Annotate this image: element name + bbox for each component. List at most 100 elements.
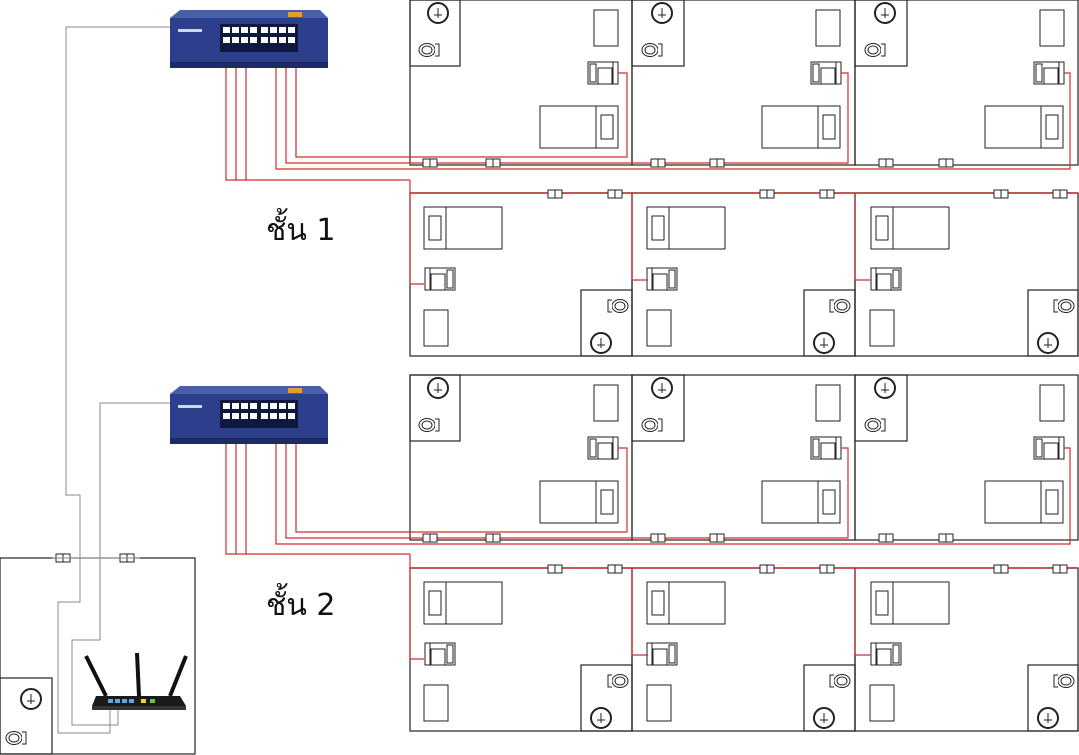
- toilet-icon: [641, 418, 663, 432]
- wardrobe: [815, 384, 841, 422]
- wardrobe: [815, 9, 841, 47]
- toilet-icon: [864, 418, 886, 432]
- computer-desk-icon: [424, 642, 456, 666]
- bed-icon: [423, 581, 503, 625]
- bed-icon: [646, 206, 726, 250]
- sink-icon: [590, 332, 612, 354]
- sink-icon: [1037, 332, 1059, 354]
- network-outlet-icon: [422, 158, 438, 168]
- network-outlet-icon: [993, 189, 1009, 199]
- sink-icon: [20, 688, 42, 710]
- computer-desk-icon: [870, 642, 902, 666]
- network-outlet-icon: [709, 158, 725, 168]
- sink-icon: [1037, 707, 1059, 729]
- network-outlet-icon: [819, 189, 835, 199]
- network-outlet-icon: [547, 564, 563, 574]
- floor-1-lan-cables: [225, 48, 1078, 285]
- toilet-icon: [418, 43, 440, 57]
- bed-icon: [984, 480, 1064, 524]
- network-outlet-icon: [993, 564, 1009, 574]
- floor-2-bottom-fixtures: [423, 581, 1075, 729]
- toilet-icon: [1053, 299, 1075, 313]
- sink-icon: [874, 377, 896, 399]
- network-outlet-icon: [1052, 189, 1068, 199]
- toilet-icon: [1053, 674, 1075, 688]
- network-outlet-icon: [650, 533, 666, 543]
- computer-desk-icon: [1033, 436, 1065, 460]
- floor-2-lan-cables: [225, 423, 1078, 660]
- floor-2-label: ชั้น 2: [266, 583, 336, 623]
- toilet-icon: [418, 418, 440, 432]
- toilet-icon: [607, 299, 629, 313]
- bed-icon: [423, 206, 503, 250]
- bed-icon: [539, 480, 619, 524]
- computer-desk-icon: [1033, 61, 1065, 85]
- floor-1-label: ชั้น 1: [266, 208, 336, 248]
- network-outlet-icon: [819, 564, 835, 574]
- toilet-icon: [607, 674, 629, 688]
- wardrobe: [1039, 9, 1065, 47]
- network-outlet-icon: [485, 158, 501, 168]
- wardrobe: [423, 309, 449, 347]
- network-outlet-icon: [650, 158, 666, 168]
- floor-1-plan: [409, 0, 1079, 357]
- wardrobe: [1039, 384, 1065, 422]
- bed-icon: [984, 105, 1064, 149]
- toilet-icon: [829, 674, 851, 688]
- toilet-icon: [5, 731, 27, 745]
- sink-icon: [651, 377, 673, 399]
- network-outlet-icon: [607, 189, 623, 199]
- computer-desk-icon: [810, 61, 842, 85]
- bed-icon: [761, 480, 841, 524]
- floor-1-top-fixtures: [418, 2, 1065, 149]
- computer-desk-icon: [870, 267, 902, 291]
- network-outlet-icon: [607, 564, 623, 574]
- wardrobe: [869, 684, 895, 722]
- wardrobe: [646, 684, 672, 722]
- computer-desk-icon: [587, 436, 619, 460]
- wardrobe: [593, 9, 619, 47]
- network-outlet-icon: [759, 189, 775, 199]
- network-switch-icon: [170, 386, 328, 444]
- floor-2-top-fixtures: [418, 377, 1065, 524]
- network-outlet-icon: [422, 533, 438, 543]
- sink-icon: [874, 2, 896, 24]
- network-outlet-icon: [878, 158, 894, 168]
- wardrobe: [869, 309, 895, 347]
- computer-desk-icon: [646, 642, 678, 666]
- bed-icon: [539, 105, 619, 149]
- floor-2-plan: [409, 374, 1079, 732]
- sink-icon: [651, 2, 673, 24]
- computer-desk-icon: [424, 267, 456, 291]
- network-outlet-icon: [485, 533, 501, 543]
- network-outlet-icon: [938, 533, 954, 543]
- wardrobe: [593, 384, 619, 422]
- bed-icon: [870, 581, 950, 625]
- router-room: [0, 553, 196, 755]
- wardrobe: [646, 309, 672, 347]
- network-outlet-icon: [547, 189, 563, 199]
- toilet-icon: [641, 43, 663, 57]
- computer-desk-icon: [646, 267, 678, 291]
- bed-icon: [646, 581, 726, 625]
- bed-icon: [761, 105, 841, 149]
- bed-icon: [870, 206, 950, 250]
- toilet-icon: [864, 43, 886, 57]
- wifi-router-icon: [84, 652, 188, 710]
- network-outlet-icon: [938, 158, 954, 168]
- sink-icon: [427, 377, 449, 399]
- toilet-icon: [829, 299, 851, 313]
- sink-icon: [813, 332, 835, 354]
- sink-icon: [590, 707, 612, 729]
- network-switch-icon: [170, 10, 328, 68]
- sink-icon: [427, 2, 449, 24]
- floor-1-bottom-fixtures: [423, 206, 1075, 354]
- network-outlet-icon: [709, 533, 725, 543]
- computer-desk-icon: [810, 436, 842, 460]
- wardrobe: [423, 684, 449, 722]
- network-outlet-icon: [878, 533, 894, 543]
- uplink-cables: [52, 26, 170, 734]
- network-outlet-icon: [1052, 564, 1068, 574]
- sink-icon: [813, 707, 835, 729]
